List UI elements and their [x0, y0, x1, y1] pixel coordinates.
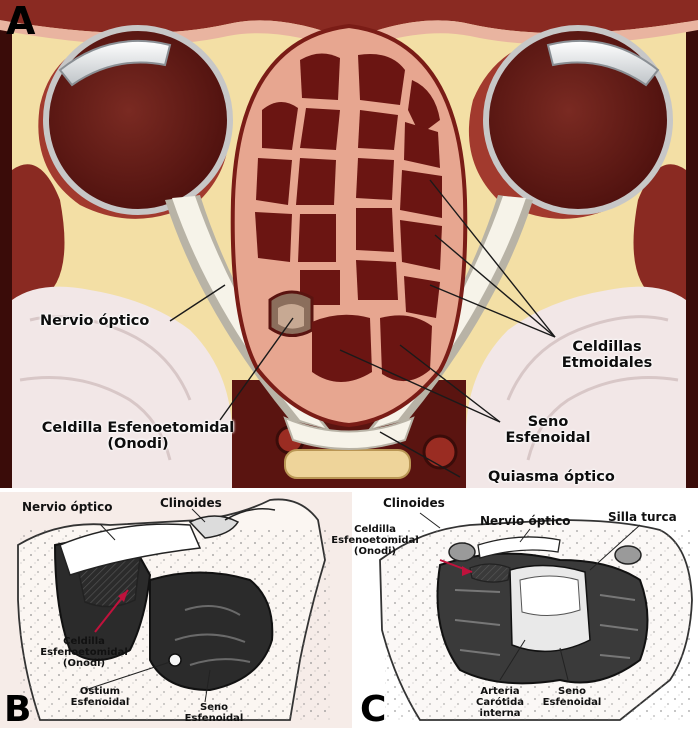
panel-c-letter: C — [360, 692, 386, 728]
label-seno-esfenoidal-b: Seno Esfenoidal — [170, 702, 258, 724]
label-onodi-b-line-3: (Onodi) — [14, 658, 154, 669]
label-seno-a-line-1: Seno — [498, 414, 598, 430]
label-onodi-a-line-1: Celdilla Esfenoetomidal — [18, 420, 258, 436]
label-ostium-line-1: Ostium — [56, 686, 144, 697]
ethmoid-block-illustration — [233, 26, 466, 425]
label-nervio-optico-c: Nervio óptico — [480, 514, 571, 528]
label-silla-turca: Silla turca — [608, 510, 677, 524]
label-seno-c-line-1: Seno — [528, 686, 616, 697]
label-seno-esfenoidal-c: Seno Esfenoidal — [528, 686, 616, 708]
label-ostium-esfenoidal: Ostium Esfenoidal — [56, 686, 144, 708]
label-onodi-c: Celdilla Esfenoetomidal (Onodi) — [320, 524, 430, 557]
label-celdillas-line-2: Etmoidales — [552, 355, 662, 371]
label-onodi-a-line-2: (Onodi) — [18, 436, 258, 452]
label-nervio-optico-b: Nervio óptico — [22, 500, 113, 514]
label-celdillas-etmoidales: Celdillas Etmoidales — [552, 339, 662, 371]
label-onodi-b: Celdilla Esfenoetomidal (Onodi) — [14, 636, 154, 669]
label-seno-esfenoidal-a: Seno Esfenoidal — [498, 414, 598, 446]
label-clinoides-b: Clinoides — [160, 496, 222, 510]
label-arteria-carotida: Arteria Carótida interna — [462, 686, 538, 719]
label-quiasma-optico: Quiasma óptico — [488, 469, 615, 485]
label-arteria-line-3: interna — [462, 708, 538, 719]
label-onodi-b-line-2: Esfenoetomidal — [14, 647, 154, 658]
label-onodi-a: Celdilla Esfenoetomidal (Onodi) — [18, 420, 258, 452]
label-seno-b-line-1: Seno — [170, 702, 258, 713]
label-ostium-line-2: Esfenoidal — [56, 697, 144, 708]
label-arteria-line-1: Arteria — [462, 686, 538, 697]
label-seno-a-line-2: Esfenoidal — [498, 430, 598, 446]
panel-b-letter: B — [4, 692, 31, 728]
label-seno-c-line-2: Esfenoidal — [528, 697, 616, 708]
panel-a-letter: A — [6, 2, 35, 40]
label-onodi-b-line-1: Celdilla — [14, 636, 154, 647]
panel-b-illustration — [0, 492, 352, 728]
label-seno-b-line-2: Esfenoidal — [170, 713, 258, 724]
label-onodi-c-line-1: Celdilla — [320, 524, 430, 535]
label-onodi-c-line-2: Esfenoetomidal — [320, 535, 430, 546]
label-clinoides-c: Clinoides — [383, 496, 445, 510]
label-arteria-line-2: Carótida — [462, 697, 538, 708]
label-onodi-c-line-3: (Onodi) — [320, 546, 430, 557]
label-celdillas-line-1: Celdillas — [552, 339, 662, 355]
label-nervio-optico-a: Nervio óptico — [40, 313, 149, 329]
